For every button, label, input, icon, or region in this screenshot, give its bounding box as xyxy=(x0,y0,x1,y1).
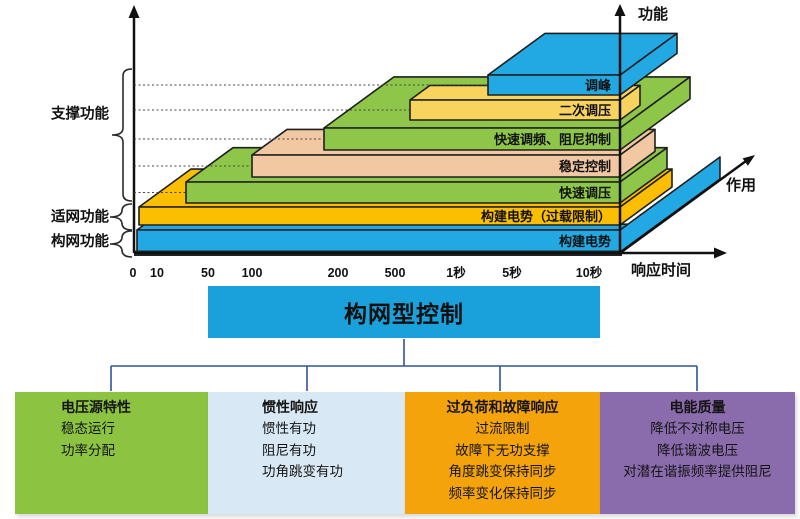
category-title: 惯性响应 xyxy=(262,399,318,415)
x-tick-label: 50 xyxy=(201,266,215,280)
category-item: 降低谐波电压 xyxy=(657,442,738,458)
category-box: 惯性响应惯性有功阻尼有功功角跳变有功 xyxy=(208,392,405,514)
category-item: 频率变化保持同步 xyxy=(448,485,557,501)
layer-label: 快速调频、阻尼抑制 xyxy=(494,132,611,147)
category-item: 过流限制 xyxy=(475,421,530,436)
layer-label: 快速调压 xyxy=(559,185,611,200)
layer-label: 二次调压 xyxy=(559,103,611,118)
layer-front-face xyxy=(136,229,621,253)
x-axis-label: 响应时间 xyxy=(631,261,691,279)
category-box: 过负荷和故障响应过流限制故障下无功支撑角度跳变保持同步频率变化保持同步 xyxy=(405,392,600,514)
category-title: 过负荷和故障响应 xyxy=(446,399,559,415)
x-axis-arrow-icon xyxy=(714,247,727,259)
category-item: 阻尼有功 xyxy=(262,442,316,458)
function-axis-label: 功能 xyxy=(638,5,668,23)
category-title: 电能质量 xyxy=(669,399,726,415)
layer-label: 构建电势 xyxy=(559,234,611,249)
x-tick-label: 5秒 xyxy=(502,265,522,280)
group-label: 支撑功能 xyxy=(51,105,109,123)
category-item: 角度跳变保持同步 xyxy=(448,464,557,479)
effect-axis-arrow-icon xyxy=(742,155,755,166)
category-item: 故障下无功支撑 xyxy=(455,442,550,458)
category-title: 电压源特性 xyxy=(61,399,131,415)
category-item: 对潜在谐振频率提供阻尼 xyxy=(623,464,772,479)
category-box: 电能质量降低不对称电压降低谐波电压对潜在谐振频率提供阻尼 xyxy=(600,392,795,514)
grid-forming-control-box: 构网型控制 xyxy=(208,286,600,338)
category-item: 稳态运行 xyxy=(61,421,115,436)
connector-lines xyxy=(110,339,698,391)
x-tick-label: 0 xyxy=(130,266,137,280)
x-tick-label: 10 xyxy=(150,266,164,280)
group-label: 适网功能 xyxy=(51,208,109,226)
category-item: 惯性有功 xyxy=(262,421,316,436)
category-box: 电压源特性稳态运行功率分配 xyxy=(15,392,208,514)
x-tick-label: 10秒 xyxy=(576,265,603,280)
layer-label: 构建电势（过载限制） xyxy=(481,209,611,224)
layer-label: 稳定控制 xyxy=(559,159,611,174)
left-axis-arrow-icon xyxy=(128,5,140,18)
group-label: 构网功能 xyxy=(51,232,109,250)
x-tick-label: 200 xyxy=(328,266,349,280)
function-axis-arrow-icon xyxy=(614,4,626,16)
effect-axis-label: 作用 xyxy=(726,176,756,194)
group-brace-icon xyxy=(109,203,133,231)
category-item: 功角跳变有功 xyxy=(262,464,343,479)
layer-label: 调峰 xyxy=(585,78,612,93)
group-brace-icon xyxy=(111,68,133,202)
category-item: 功率分配 xyxy=(61,442,115,458)
category-item: 降低不对称电压 xyxy=(650,421,745,436)
effect-axis xyxy=(619,159,747,255)
x-tick-label: 1秒 xyxy=(446,265,466,280)
x-tick-label: 100 xyxy=(242,266,263,280)
group-brace-icon xyxy=(109,230,133,258)
layer-front-face xyxy=(185,181,621,204)
x-tick-label: 500 xyxy=(385,266,406,280)
